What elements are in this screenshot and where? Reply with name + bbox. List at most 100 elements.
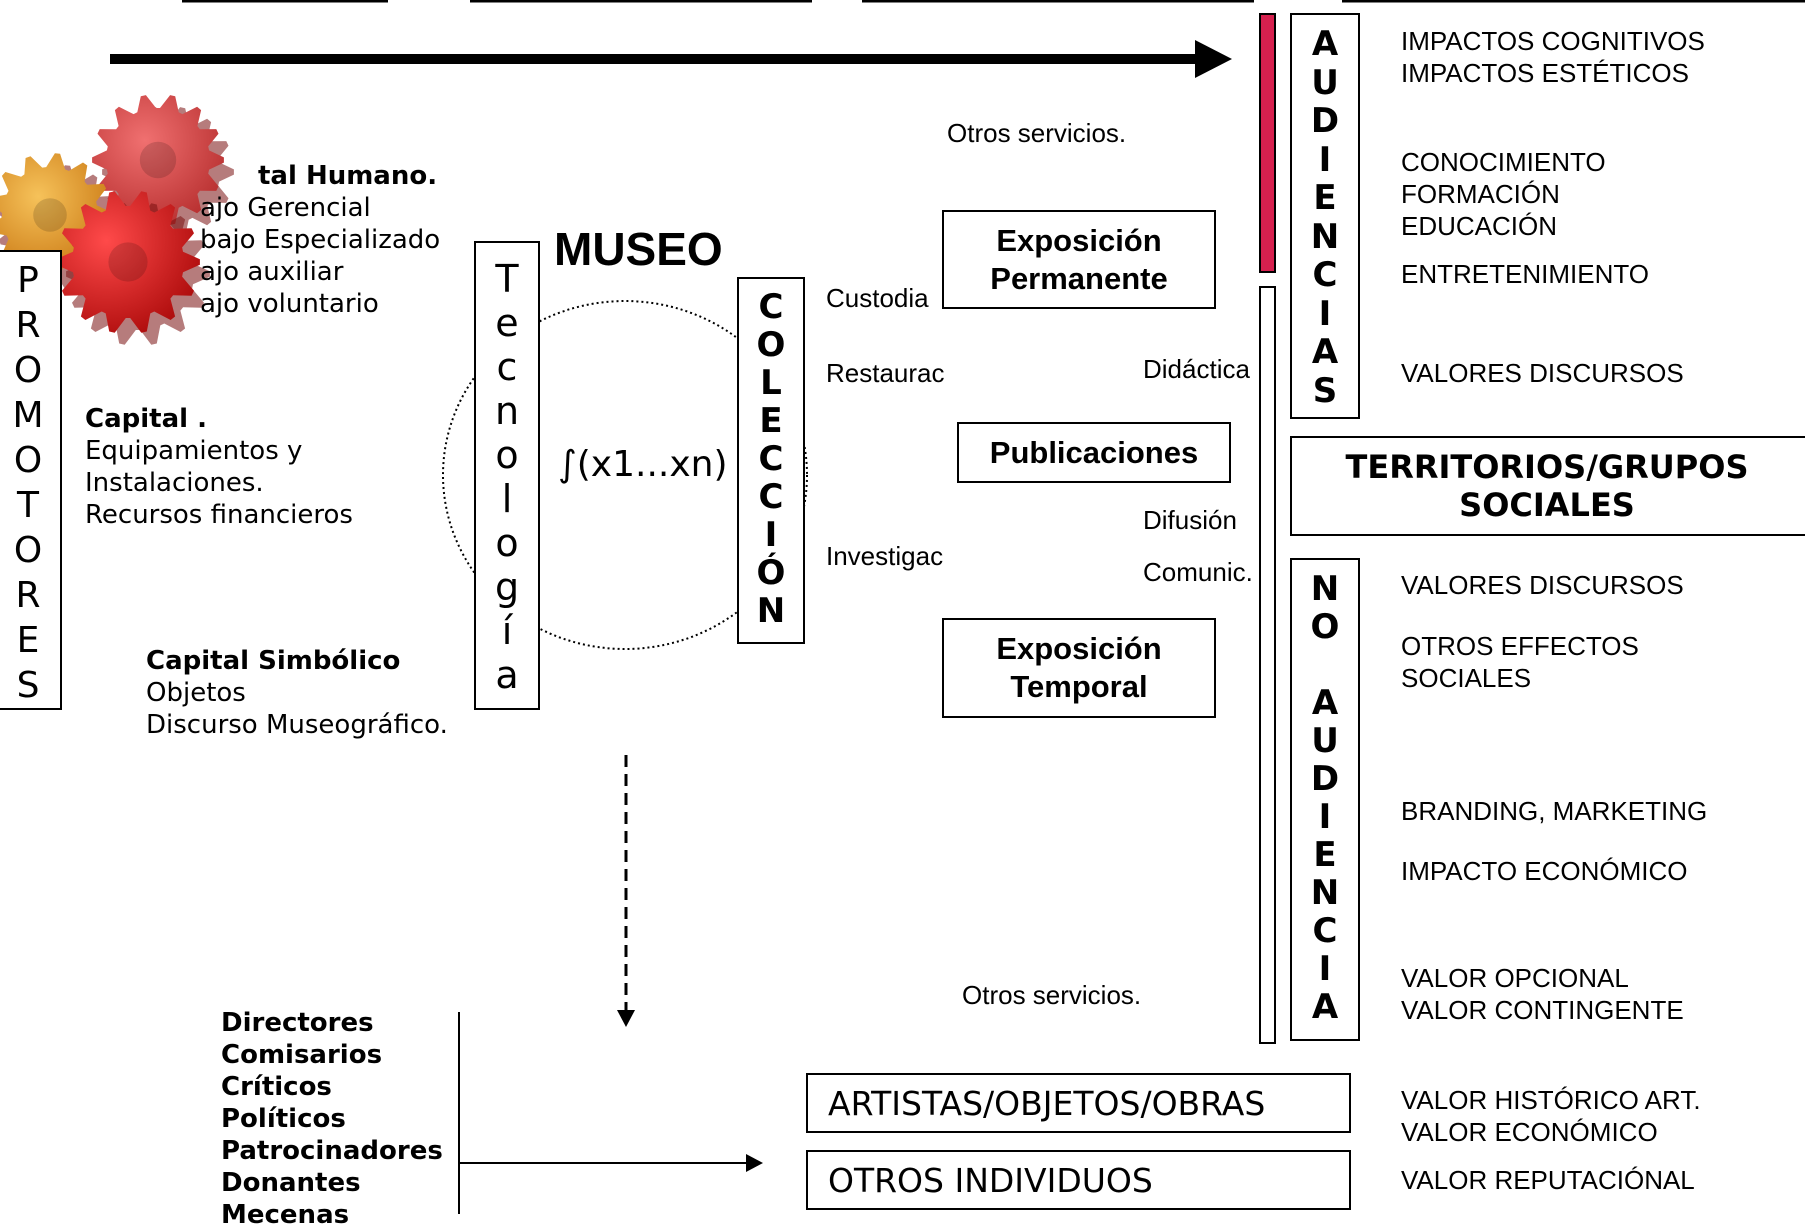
museo-circle bbox=[442, 300, 808, 650]
coleccion-letter: N bbox=[756, 591, 786, 631]
tecnologia-letter: e bbox=[495, 301, 519, 345]
publicaciones-box: Publicaciones bbox=[957, 422, 1231, 483]
label-restaurac: Restaurac bbox=[826, 358, 945, 388]
territorios-box: TERRITORIOS/GRUPOS SOCIALES bbox=[1290, 436, 1805, 536]
agent-item: Donantes bbox=[221, 1168, 361, 1198]
agent-item: Comisarios bbox=[221, 1040, 383, 1070]
expo-permanente-line2: Permanente bbox=[990, 260, 1168, 296]
no-audiencia-letter: A bbox=[1311, 683, 1339, 723]
impact-item: VALORES DISCURSOS bbox=[1401, 358, 1684, 388]
impact-item: EDUCACIÓN bbox=[1401, 211, 1558, 241]
impact-item: VALORES DISCURSOS bbox=[1401, 570, 1684, 600]
territorios-line1: TERRITORIOS/GRUPOS bbox=[1345, 448, 1749, 486]
capital-humano-item: ajo voluntario bbox=[200, 289, 379, 319]
impact-item: OTROS EFFECTOS bbox=[1401, 631, 1639, 661]
label-investigac: Investigac bbox=[826, 541, 944, 571]
tecnologia-letter: T bbox=[495, 257, 519, 301]
audiencias-letter: I bbox=[1318, 139, 1332, 180]
coleccion-letter: C bbox=[758, 287, 784, 327]
impact-item: CONOCIMIENTO bbox=[1401, 147, 1606, 177]
impact-item: BRANDING, MARKETING bbox=[1401, 796, 1708, 826]
tecnologia-letter: a bbox=[495, 653, 519, 697]
capital-item: Recursos financieros bbox=[85, 500, 353, 530]
capital-title: Capital . bbox=[85, 404, 207, 434]
capital-simbolico-item: Objetos bbox=[146, 678, 246, 708]
no-audiencia-letter: O bbox=[1310, 607, 1340, 647]
no-audiencia-letter: N bbox=[1310, 873, 1340, 913]
expo-permanente-box: Exposición Permanente bbox=[942, 210, 1216, 309]
tecnologia-letter: n bbox=[494, 389, 520, 433]
audiencias-letter: A bbox=[1311, 24, 1339, 64]
artistas-label: ARTISTAS/OBJETOS/OBRAS bbox=[828, 1083, 1266, 1123]
impact-item: VALOR CONTINGENTE bbox=[1401, 995, 1684, 1025]
promotores-letter: R bbox=[15, 575, 41, 616]
agent-item: Patrocinadores bbox=[221, 1136, 443, 1166]
promotores-letter: R bbox=[15, 305, 41, 346]
capital-simbolico-item: Discurso Museográfico. bbox=[146, 710, 448, 740]
promotores-letter: E bbox=[16, 620, 40, 661]
agent-item: Críticos bbox=[221, 1072, 332, 1102]
artistas-box: ARTISTAS/OBJETOS/OBRAS bbox=[806, 1073, 1351, 1133]
expo-temporal-box: Exposición Temporal bbox=[942, 618, 1216, 718]
impact-item: VALOR OPCIONAL bbox=[1401, 963, 1629, 993]
label-otros-servicios-top: Otros servicios. bbox=[947, 118, 1127, 148]
coleccion-letter: O bbox=[756, 325, 786, 365]
gear-hub bbox=[108, 242, 148, 282]
impact-item: IMPACTO ECONÓMICO bbox=[1401, 856, 1688, 886]
gear-icon bbox=[0, 95, 234, 345]
agent-item: Políticos bbox=[221, 1104, 346, 1134]
impact-item: VALOR REPUTACIÓNAL bbox=[1401, 1165, 1695, 1195]
coleccion-letter: C bbox=[758, 477, 784, 517]
audiencias-letter: N bbox=[1310, 216, 1340, 257]
impact-item: VALOR ECONÓMICO bbox=[1401, 1117, 1658, 1147]
no-audiencia-letter: A bbox=[1311, 987, 1339, 1027]
promotores-letter: M bbox=[12, 395, 44, 436]
gear-hub bbox=[139, 141, 177, 179]
no-audiencia-letter: N bbox=[1310, 569, 1340, 609]
capital-item: Equipamientos y bbox=[85, 436, 303, 466]
capital-humano-title: tal Humano. bbox=[258, 161, 438, 191]
capital-humano-block: tal Humano. bbox=[258, 160, 437, 192]
no-audiencia-letter: I bbox=[1318, 797, 1332, 837]
gear-hub bbox=[33, 198, 67, 232]
museo-formula: ∫(x1...xn) bbox=[558, 444, 728, 485]
separator-bar bbox=[1259, 286, 1276, 1044]
publicaciones-label: Publicaciones bbox=[989, 434, 1199, 470]
coleccion-letter: E bbox=[759, 401, 783, 441]
tecnologia-letter: c bbox=[496, 345, 518, 389]
main-arrow-head bbox=[1195, 40, 1232, 78]
impact-item: VALOR HISTÓRICO ART. bbox=[1401, 1085, 1701, 1115]
agent-item: Directores bbox=[221, 1008, 374, 1038]
tecnologia-letter: o bbox=[495, 521, 519, 565]
otros-individuos-box: OTROS INDIVIDUOS bbox=[806, 1150, 1351, 1210]
label-didactica: Didáctica bbox=[1143, 354, 1250, 384]
tecnologia-letter: í bbox=[501, 609, 513, 653]
label-otros-servicios-bottom: Otros servicios. bbox=[962, 980, 1142, 1010]
promotores-letter: O bbox=[13, 350, 43, 391]
audiencias-letter: U bbox=[1311, 62, 1339, 103]
gear-body bbox=[92, 95, 224, 225]
coleccion-letter: C bbox=[758, 439, 784, 479]
territorios-line2: SOCIALES bbox=[1459, 486, 1635, 524]
gear-body bbox=[56, 191, 200, 333]
label-custodia: Custodia bbox=[826, 283, 929, 313]
tecnologia-letter: l bbox=[501, 477, 513, 521]
otros-individuos-label: OTROS INDIVIDUOS bbox=[828, 1160, 1153, 1200]
promotores-letter: O bbox=[13, 530, 43, 571]
agent-item: Mecenas bbox=[221, 1200, 350, 1230]
expo-temporal-line1: Exposición bbox=[996, 631, 1162, 666]
audiencias-letter: D bbox=[1310, 101, 1340, 141]
